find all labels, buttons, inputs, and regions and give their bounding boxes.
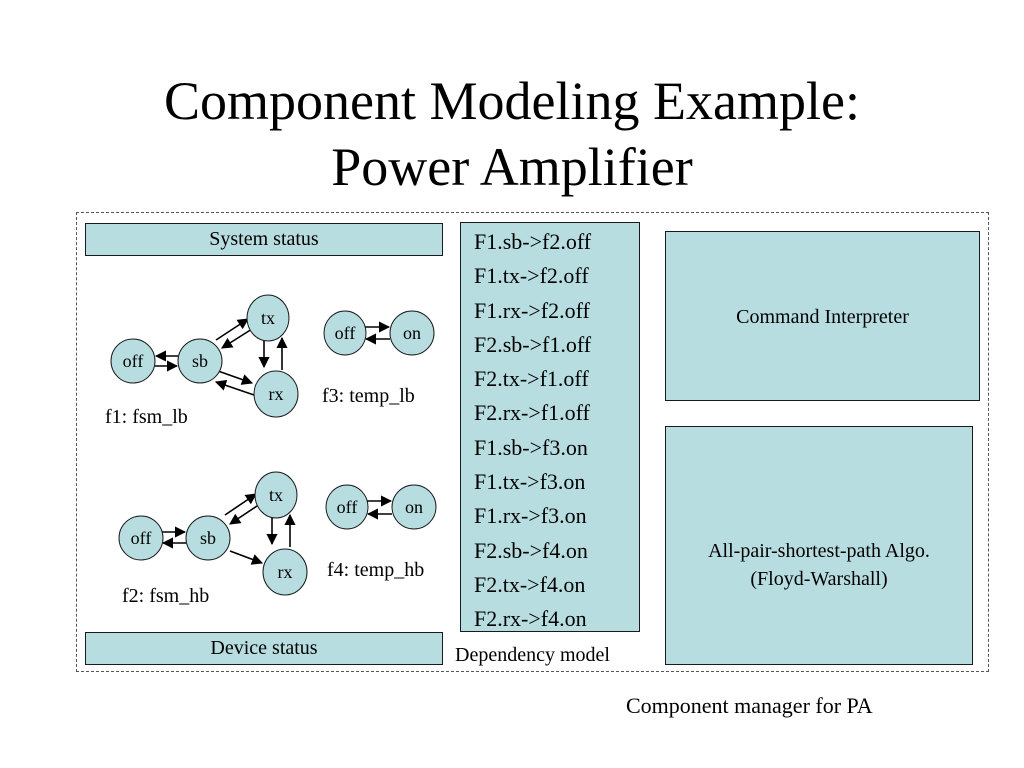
edge-sb-tx: [224, 493, 257, 516]
state-off-label: off: [123, 351, 144, 371]
fsm-f4: off on f4: temp_hb: [325, 484, 437, 581]
state-off: [110, 338, 156, 384]
state-rx-label: rx: [269, 384, 284, 404]
state-tx-label: tx: [261, 308, 275, 328]
edge-rx-sb: [214, 379, 255, 396]
state-on: [391, 484, 437, 530]
dependency-item: F1.tx->f3.on: [474, 469, 586, 495]
edge-tx-sb: [221, 328, 253, 349]
dependency-item: F2.sb->f1.off: [474, 331, 592, 357]
dependency-item: F2.sb->f4.on: [474, 537, 588, 563]
edge-sb-rx: [217, 370, 254, 385]
state-tx-label: tx: [269, 485, 283, 505]
dependency-item: F2.tx->f4.on: [474, 571, 586, 597]
state-sb: [185, 515, 231, 561]
state-on-label: on: [405, 497, 423, 517]
device-status-bar: Device status: [85, 632, 443, 665]
device-status-label: Device status: [210, 637, 318, 659]
edge-tx-sb: [229, 503, 261, 525]
component-manager-container: [76, 212, 989, 672]
fsm-f1: off sb tx rx f1: fsm_lb: [105, 294, 299, 428]
command-interpreter-box: Command Interpreter: [665, 231, 980, 401]
state-off-label: off: [335, 323, 356, 343]
state-off: [325, 484, 369, 530]
fsm-f3: off on f3: temp_lb: [322, 310, 435, 407]
state-rx: [253, 370, 299, 418]
dependency-item: F1.sb->f3.on: [474, 434, 588, 460]
slide-title-line-1: Component Modeling Example:: [164, 71, 860, 131]
dependency-item: F1.sb->f2.off: [474, 229, 592, 254]
dependency-item: F2.rx->f4.on: [474, 606, 587, 632]
dependency-item: F2.tx->f1.off: [474, 366, 589, 392]
command-interpreter-label: Command Interpreter: [736, 306, 909, 328]
state-on-label: on: [403, 323, 421, 343]
system-status-label: System status: [209, 228, 319, 250]
state-rx: [262, 548, 308, 596]
state-sb-label: sb: [192, 351, 208, 371]
shortest-path-algo-box: All-pair-shortest-path Algo. (Floyd-Wars…: [665, 426, 973, 665]
state-off-label: off: [131, 528, 152, 548]
dependency-item: F1.rx->f2.off: [474, 297, 590, 323]
state-on: [389, 310, 435, 356]
algo-label-line-1: All-pair-shortest-path Algo.: [708, 540, 930, 562]
dependency-item: F2.rx->f1.off: [474, 400, 590, 426]
fsm-caption: f4: temp_hb: [327, 559, 424, 581]
state-off: [323, 310, 367, 356]
edge-sb-rx: [229, 550, 264, 565]
state-tx: [254, 471, 298, 519]
dependency-item: F1.rx->f3.on: [474, 503, 587, 529]
state-tx: [246, 294, 290, 342]
dependency-item: F1.tx->f2.off: [474, 263, 589, 289]
slide-title: Component Modeling Example: Power Amplif…: [0, 68, 1024, 200]
state-rx-label: rx: [278, 562, 293, 582]
fsm-caption: f1: fsm_lb: [105, 406, 188, 428]
fsm-caption: f2: fsm_hb: [122, 585, 209, 607]
system-status-bar: System status: [85, 223, 443, 256]
state-sb: [177, 338, 223, 384]
fsm-caption: f3: temp_lb: [322, 385, 415, 407]
state-off-label: off: [337, 497, 358, 517]
dependency-model-caption: Dependency model: [455, 644, 610, 666]
dependency-list: F1.sb->f2.off F1.tx->f2.off F1.rx->f2.of…: [461, 223, 639, 637]
fsm-f2: off sb tx rx f2: fsm_hb: [118, 471, 308, 607]
component-manager-caption: Component manager for PA: [626, 693, 873, 718]
state-sb-label: sb: [200, 528, 216, 548]
dependency-model-box: F1.sb->f2.off F1.tx->f2.off F1.rx->f2.of…: [460, 222, 640, 632]
state-off: [118, 515, 164, 561]
algo-label-line-2: (Floyd-Warshall): [750, 568, 888, 590]
slide-title-line-2: Power Amplifier: [331, 137, 693, 197]
edge-sb-tx: [215, 318, 249, 341]
